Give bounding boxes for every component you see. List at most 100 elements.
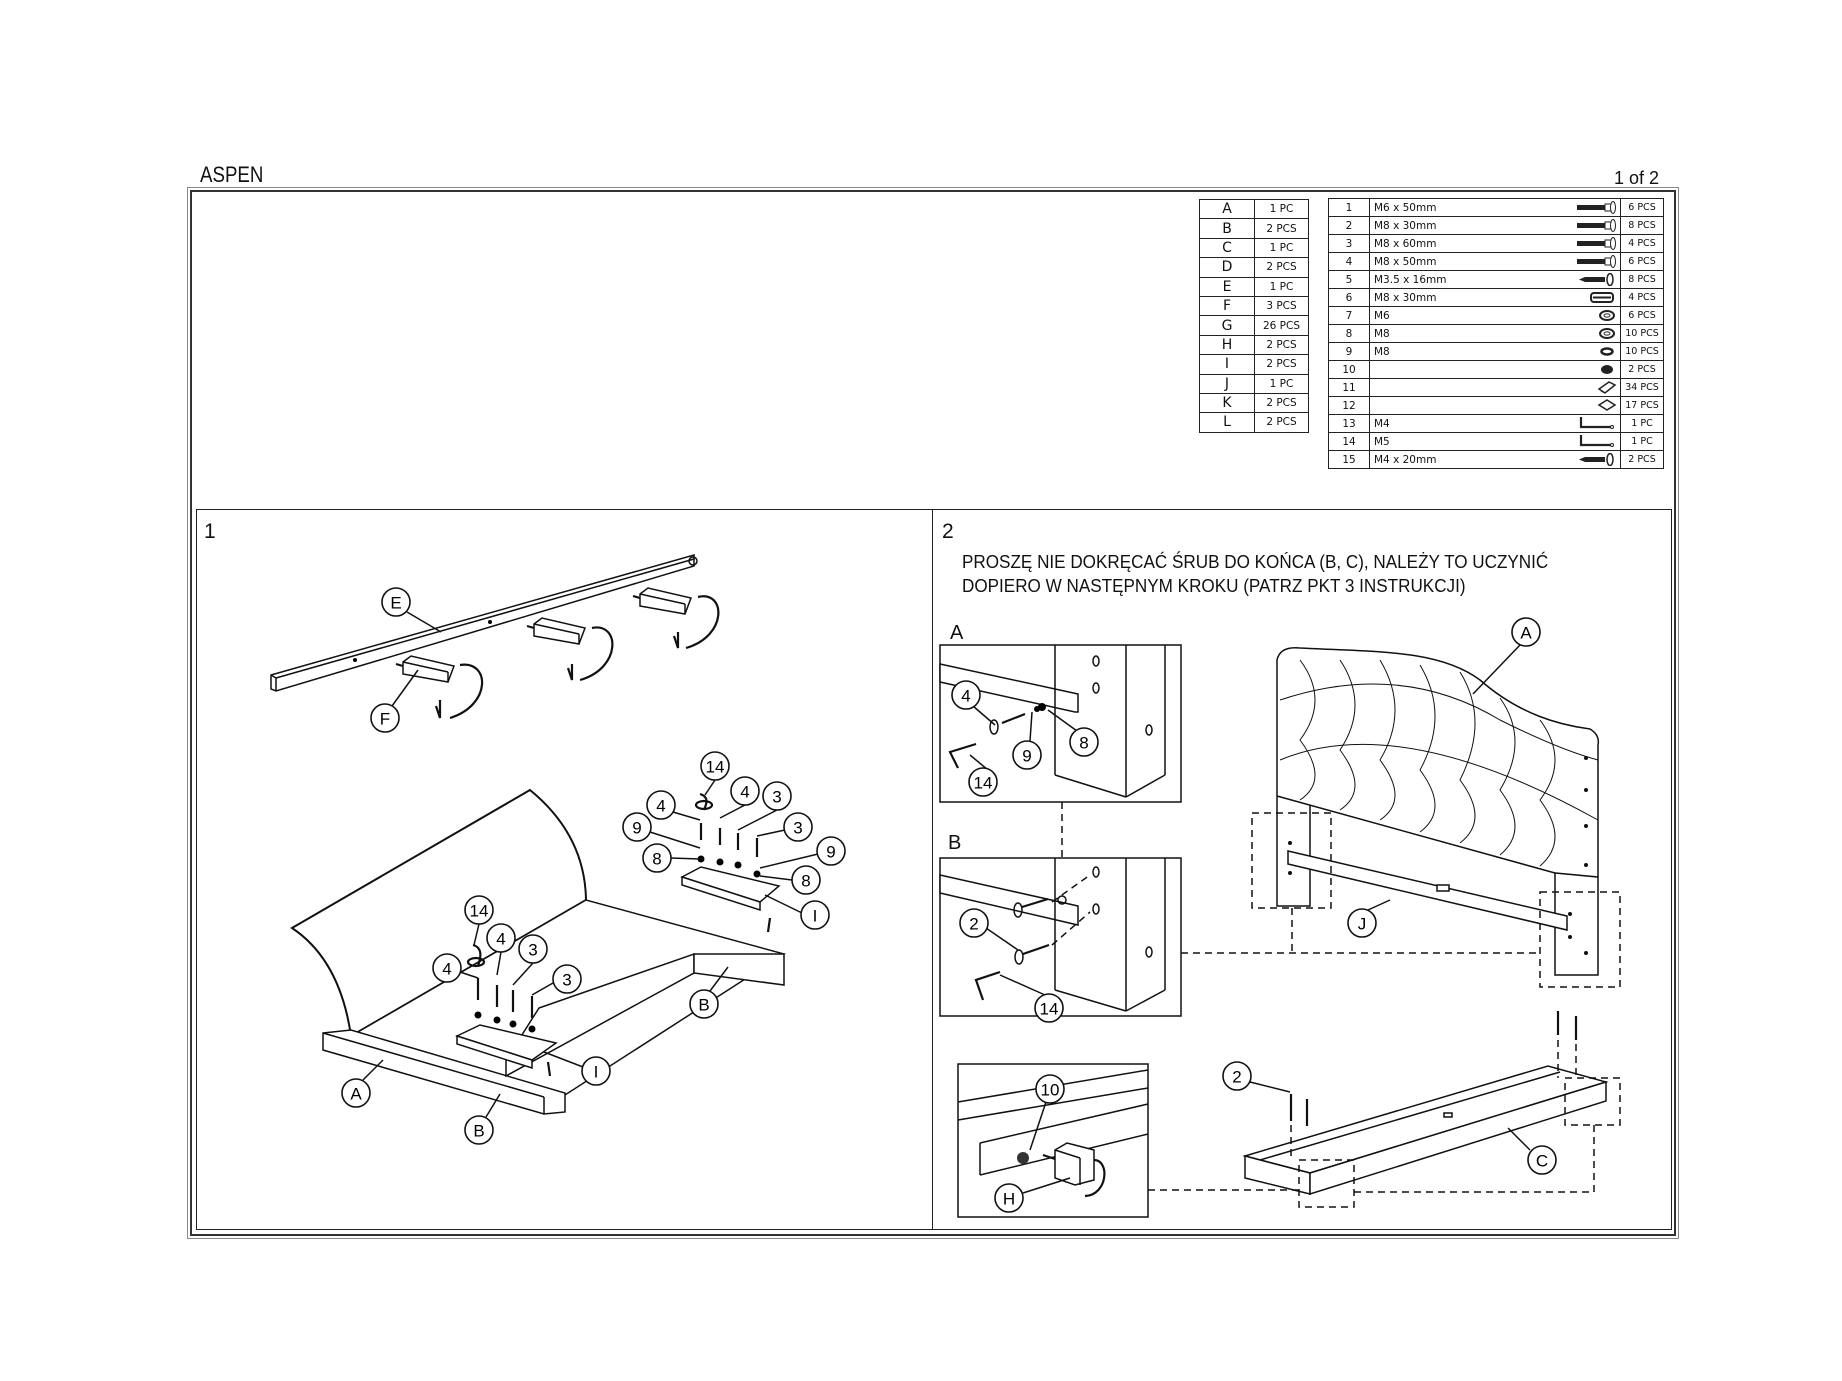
- callout-circle: [486, 923, 516, 953]
- part-quantity: 1 PC: [1254, 198, 1309, 220]
- wood-screw-icon: [1579, 453, 1614, 466]
- hardware-description: M4 x 20mm: [1374, 453, 1437, 466]
- callout: 2: [1222, 1061, 1252, 1091]
- callout: J: [1347, 908, 1377, 938]
- callout: 9: [622, 812, 652, 842]
- callout-circle: [762, 781, 792, 811]
- part-quantity: 2 PCS: [1254, 257, 1309, 278]
- callout-label: 8: [652, 850, 661, 869]
- callout-circle: [700, 751, 730, 781]
- part-quantity: 2 PCS: [1254, 334, 1309, 356]
- callout: 3: [762, 781, 792, 811]
- step-2-panel: [932, 509, 1672, 1230]
- callout-circle: [968, 767, 998, 797]
- callout-circle: [783, 812, 813, 842]
- callout-circle: [951, 680, 981, 710]
- callout-circle: [689, 989, 719, 1019]
- callout: 3: [783, 812, 813, 842]
- hardware-description: M8 x 30mm: [1374, 219, 1437, 232]
- hardware-description: M8 x 30mm: [1374, 291, 1437, 304]
- step-2-number: 2: [942, 520, 954, 543]
- callout-circle: [1034, 993, 1064, 1023]
- callout: 8: [1069, 727, 1099, 757]
- callout-circle: [1347, 908, 1377, 938]
- hardware-description: M6 x 50mm: [1374, 201, 1437, 214]
- callout: 4: [646, 790, 676, 820]
- callout: 2: [959, 908, 989, 938]
- detail-a-label: A: [950, 622, 964, 644]
- callout-circle: [552, 964, 582, 994]
- callout-label: 10: [1041, 1081, 1060, 1100]
- part-quantity: 1 PC: [1254, 237, 1309, 259]
- callout-label: 14: [974, 774, 993, 793]
- callout-label: 2: [969, 915, 978, 934]
- callout-label: H: [1003, 1190, 1015, 1209]
- callout: C: [1527, 1145, 1557, 1175]
- callout-circle: [1012, 740, 1042, 770]
- callout-label: 4: [442, 960, 451, 979]
- callout: 4: [951, 680, 981, 710]
- hardware-number: 11: [1328, 378, 1370, 397]
- callout: 9: [1012, 740, 1042, 770]
- leader-lines-step1: [362, 611, 819, 1118]
- callout-circle: [341, 1078, 371, 1108]
- hardware-description-cell: M3.5 x 16mm: [1369, 270, 1621, 289]
- callout-circle: [622, 812, 652, 842]
- callout-circle: [1527, 1145, 1557, 1175]
- callout: 4: [730, 776, 760, 806]
- callout-label: 4: [740, 783, 749, 802]
- detail-a-box: [939, 644, 1182, 803]
- callout: 3: [518, 934, 548, 964]
- rail-c: [1242, 1011, 1609, 1196]
- callout: 14: [1034, 993, 1064, 1023]
- hardware-description: M8 x 50mm: [1374, 255, 1437, 268]
- callout-circle: [800, 900, 830, 930]
- callout: 9: [816, 836, 846, 866]
- callout-label: 3: [772, 788, 781, 807]
- callout-circle: [791, 865, 821, 895]
- hardware-quantity: 2 PCS: [1620, 450, 1664, 469]
- callout: B: [464, 1115, 494, 1145]
- callout-label: E: [390, 594, 401, 613]
- part-quantity: 2 PCS: [1254, 412, 1309, 433]
- callout-label: 9: [1022, 747, 1031, 766]
- rail-e: [270, 554, 698, 692]
- callout-label: C: [1536, 1152, 1548, 1171]
- callout: 14: [464, 895, 494, 925]
- step-2-warning-note: PROSZĘ NIE DOKRĘCAĆ ŚRUB DO KOŃCA (B, C)…: [962, 550, 1548, 598]
- callout-circle: [1511, 617, 1541, 647]
- bolt-icon: [1577, 255, 1616, 268]
- document-title: ASPEN: [200, 162, 264, 187]
- callout-label: 3: [562, 971, 571, 990]
- callout-circle: [816, 836, 846, 866]
- callout: H: [994, 1183, 1024, 1213]
- callout: I: [581, 1056, 611, 1086]
- pad-icon: [1597, 399, 1617, 411]
- washer-icon: [1599, 310, 1615, 321]
- callout-circle: [994, 1183, 1024, 1213]
- step-1-number: 1: [204, 520, 216, 543]
- callout-label: I: [594, 1063, 599, 1082]
- callout-circle: [959, 908, 989, 938]
- dashed-guides: [1061, 802, 1621, 1208]
- wood-screw-icon: [1579, 273, 1614, 286]
- callout: 3: [552, 964, 582, 994]
- callout-label: A: [350, 1085, 362, 1104]
- callout: 10: [1035, 1074, 1065, 1104]
- leg-blocks-f: [395, 587, 720, 720]
- washer-icon: [1599, 328, 1615, 339]
- callout-label: 2: [1232, 1068, 1241, 1087]
- bolt-icon: [1577, 201, 1616, 214]
- callout-label: 14: [1040, 1000, 1059, 1019]
